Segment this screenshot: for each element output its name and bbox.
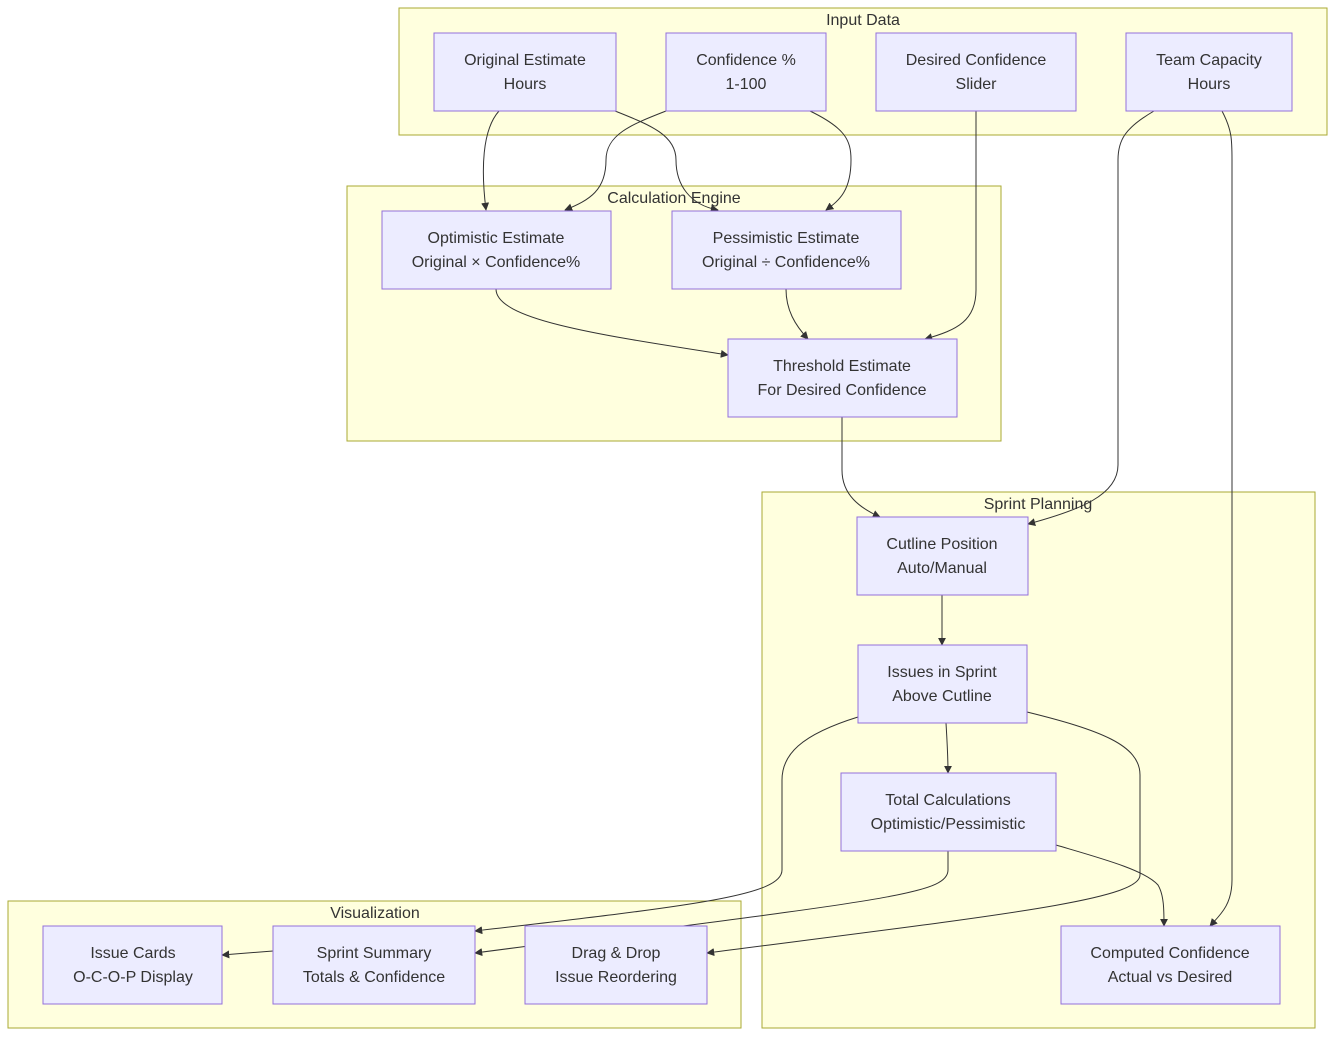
edge-original-to-optimistic xyxy=(481,110,500,211)
node-team-capacity: Team Capacity Hours xyxy=(1125,32,1293,112)
node-computed-confidence: Computed Confidence Actual vs Desired xyxy=(1060,925,1281,1005)
node-pessimistic-estimate-line2: Original ÷ Confidence% xyxy=(702,254,870,271)
node-total-calculations-line1: Total Calculations xyxy=(885,792,1010,809)
node-original-estimate-line1: Original Estimate xyxy=(464,52,586,69)
node-issue-cards: Issue Cards O-C-O-P Display xyxy=(42,925,223,1005)
node-threshold-estimate-line2: For Desired Confidence xyxy=(758,382,927,399)
node-sprint-summary-line1: Sprint Summary xyxy=(317,945,432,962)
node-issue-cards-line2: O-C-O-P Display xyxy=(73,969,193,986)
node-pessimistic-estimate-line1: Pessimistic Estimate xyxy=(713,230,860,247)
node-threshold-estimate: Threshold Estimate For Desired Confidenc… xyxy=(727,338,958,418)
edge-capacity-to-cutline xyxy=(1027,110,1155,526)
node-cutline-position-line2: Auto/Manual xyxy=(897,560,987,577)
node-total-calculations-line2: Optimistic/Pessimistic xyxy=(871,816,1026,833)
cluster-calculation-engine-label: Calculation Engine xyxy=(607,190,741,207)
node-original-estimate-line2: Hours xyxy=(504,76,547,93)
node-computed-confidence-line1: Computed Confidence xyxy=(1090,945,1249,962)
edges xyxy=(221,110,1233,959)
node-drag-drop: Drag & Drop Issue Reordering xyxy=(524,925,708,1005)
node-issues-in-sprint-line2: Above Cutline xyxy=(892,688,992,705)
node-optimistic-estimate-line2: Original × Confidence% xyxy=(412,254,581,271)
node-team-capacity-line2: Hours xyxy=(1188,76,1231,93)
node-pessimistic-estimate: Pessimistic Estimate Original ÷ Confiden… xyxy=(671,210,902,290)
edge-confidence-to-pessimistic xyxy=(809,110,852,211)
edge-threshold-to-cutline xyxy=(841,417,881,518)
node-original-estimate: Original Estimate Hours xyxy=(433,32,617,112)
node-confidence-percent: Confidence % 1-100 xyxy=(665,32,827,112)
node-desired-confidence: Desired Confidence Slider xyxy=(875,32,1077,112)
node-cutline-position: Cutline Position Auto/Manual xyxy=(856,516,1029,596)
node-drag-drop-line1: Drag & Drop xyxy=(572,945,661,962)
cluster-visualization-label: Visualization xyxy=(330,905,420,922)
edge-totals-to-computed xyxy=(1055,844,1168,927)
node-desired-confidence-line1: Desired Confidence xyxy=(906,52,1047,69)
edge-capacity-to-computed xyxy=(1209,110,1233,927)
edge-issues-to-summary xyxy=(474,716,859,935)
node-team-capacity-line1: Team Capacity xyxy=(1156,52,1262,69)
node-confidence-percent-line1: Confidence % xyxy=(696,52,796,69)
node-optimistic-estimate-line1: Optimistic Estimate xyxy=(428,230,565,247)
edge-issues-to-totals xyxy=(943,722,952,774)
node-cutline-position-line1: Cutline Position xyxy=(886,536,997,553)
edge-pessimistic-to-threshold xyxy=(785,288,809,340)
cluster-sprint-planning-label: Sprint Planning xyxy=(984,496,1093,513)
node-issue-cards-line1: Issue Cards xyxy=(90,945,175,962)
node-threshold-estimate-line1: Threshold Estimate xyxy=(773,358,911,375)
node-issues-in-sprint-line1: Issues in Sprint xyxy=(887,664,997,681)
edge-optimistic-to-threshold xyxy=(495,288,729,358)
node-confidence-percent-line2: 1-100 xyxy=(726,76,767,93)
node-computed-confidence-line2: Actual vs Desired xyxy=(1108,969,1233,986)
node-desired-confidence-line2: Slider xyxy=(956,76,998,93)
node-optimistic-estimate: Optimistic Estimate Original × Confidenc… xyxy=(381,210,612,290)
node-drag-drop-line2: Issue Reordering xyxy=(555,969,677,986)
edge-original-to-pessimistic xyxy=(614,110,719,213)
cluster-input-data-label: Input Data xyxy=(826,12,900,29)
node-sprint-summary: Sprint Summary Totals & Confidence xyxy=(272,925,476,1005)
edge-summary-to-issuecards xyxy=(221,950,274,959)
node-total-calculations: Total Calculations Optimistic/Pessimisti… xyxy=(840,772,1057,852)
node-sprint-summary-line2: Totals & Confidence xyxy=(303,969,445,986)
node-issues-in-sprint: Issues in Sprint Above Cutline xyxy=(857,644,1028,724)
edge-desired-to-threshold xyxy=(924,111,977,341)
edge-confidence-to-optimistic xyxy=(564,110,667,212)
edge-issues-to-dragdrop xyxy=(706,711,1141,957)
